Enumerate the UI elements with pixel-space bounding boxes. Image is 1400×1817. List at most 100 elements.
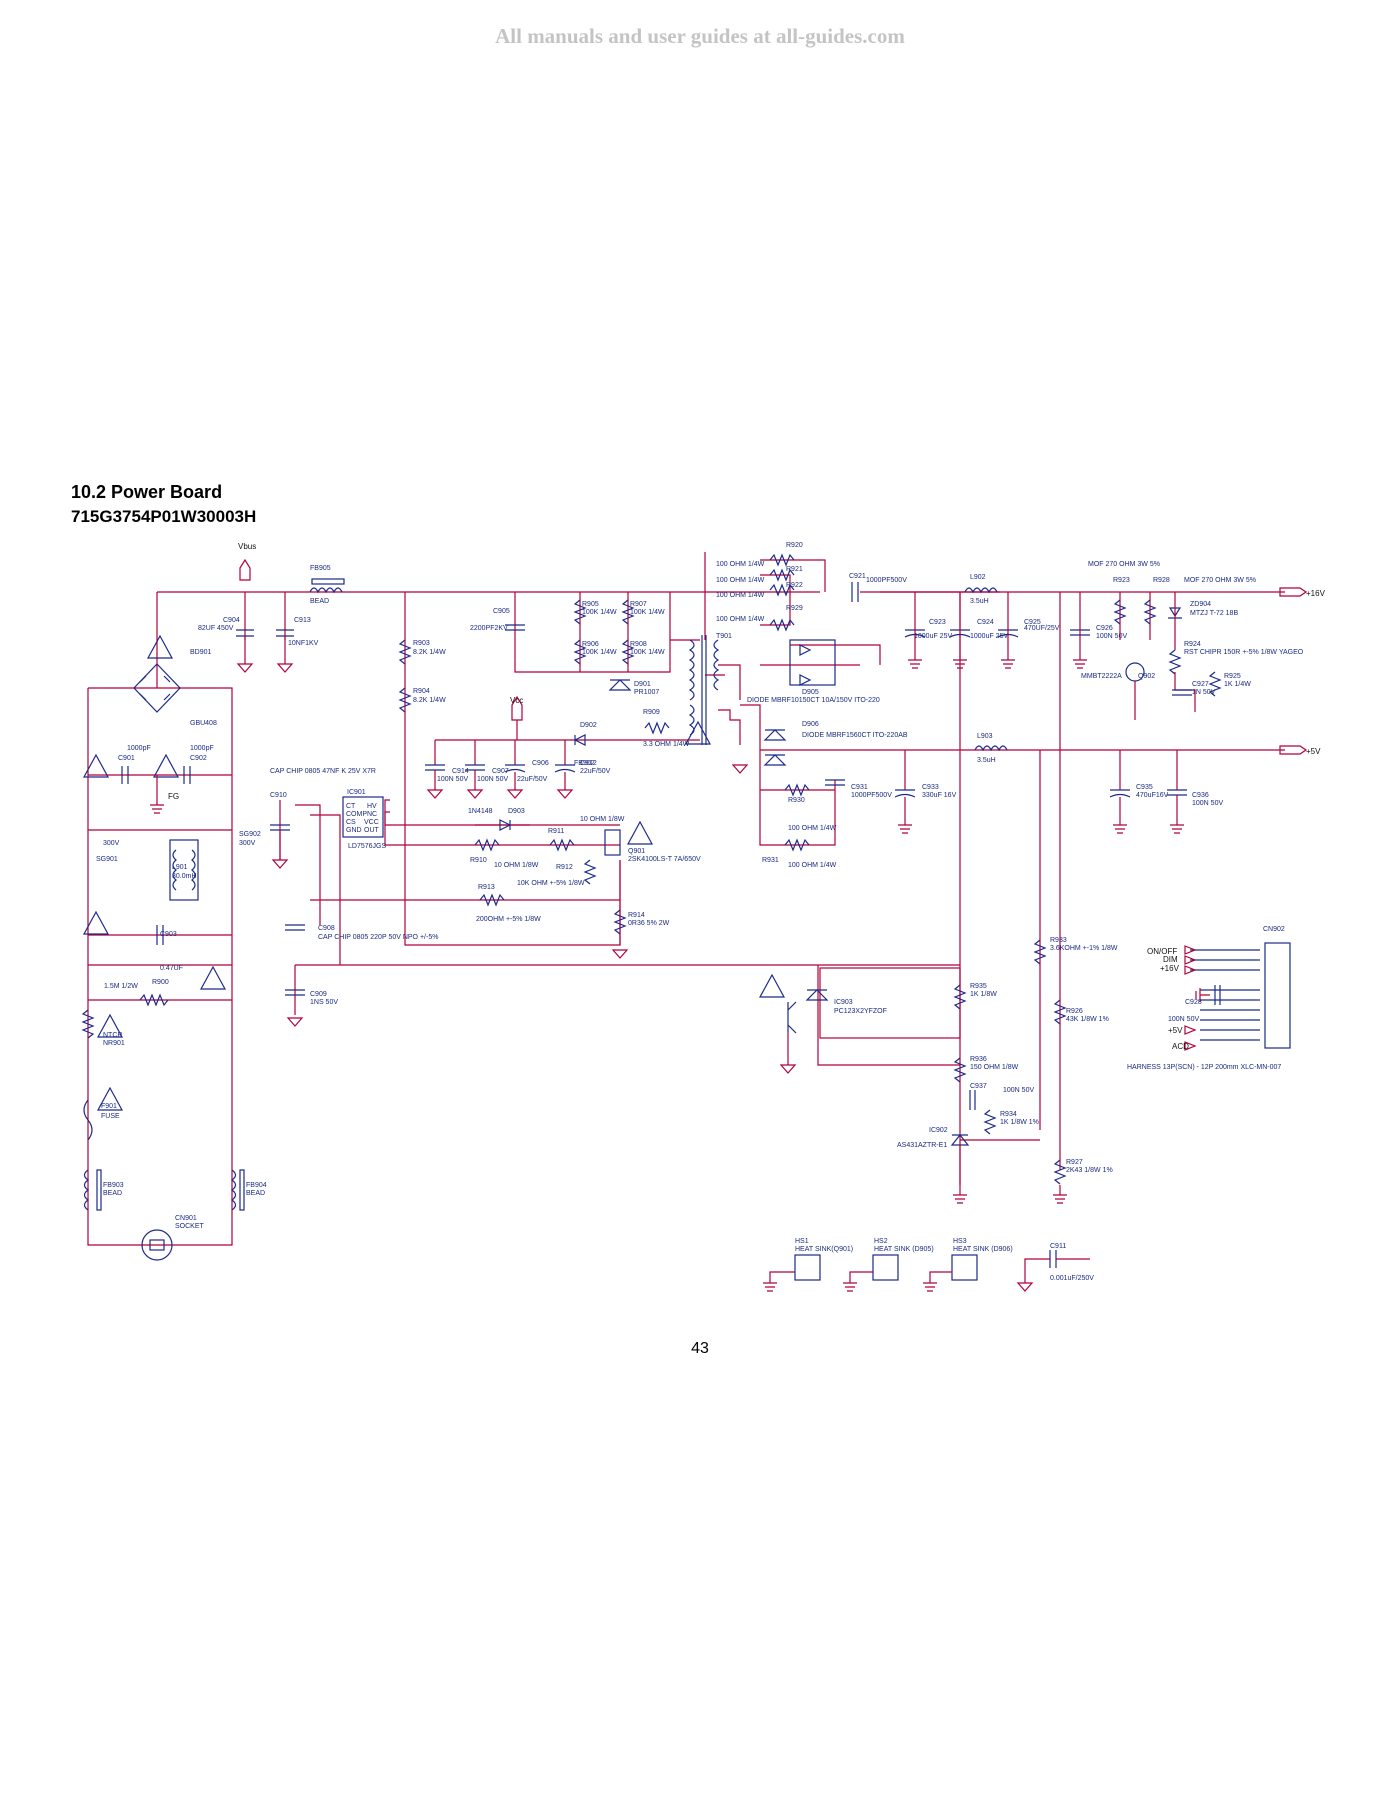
label-harness: HARNESS 13P(SCN) - 12P 200mm XLC-MN-007 xyxy=(1127,1064,1281,1071)
warning-triangle-icon xyxy=(758,973,786,998)
p16v-port-icon xyxy=(1279,587,1308,597)
label-capchip: CAP CHIP 0805 47NF K 25V X7R xyxy=(270,768,376,775)
c935-plate-icon xyxy=(1109,793,1131,798)
ground-icon xyxy=(236,663,254,673)
label-f901: F901 xyxy=(101,1103,117,1110)
label-c921: C921 xyxy=(849,573,866,580)
label-r925v: 1K 1/4W xyxy=(1224,681,1251,688)
label-dim: DIM xyxy=(1163,955,1178,964)
r906-resistor-icon xyxy=(573,639,587,665)
label-c908v: CAP CHIP 0805 220P 50V NPO +/-5% xyxy=(318,934,438,941)
warning-triangle-icon xyxy=(626,820,654,845)
label-p16v: +16V xyxy=(1306,589,1326,598)
r930-resistor-icon xyxy=(784,783,810,797)
warning-triangle-icon xyxy=(96,1013,124,1038)
ic903-phototransistor-icon xyxy=(787,1001,797,1034)
label-hv: HV xyxy=(367,803,377,810)
label-r911v: 10 OHM 1/8W xyxy=(580,816,625,823)
label-ic903v: PC123X2YFZOF xyxy=(834,1008,887,1015)
ground-icon xyxy=(923,1282,937,1292)
label-fg: FG xyxy=(168,792,179,801)
warning-triangle-icon xyxy=(96,1086,124,1111)
label-sg901: SG901 xyxy=(96,856,118,863)
ground-icon xyxy=(466,789,484,799)
r922-resistor-icon xyxy=(769,583,795,597)
ground-icon xyxy=(1053,1194,1067,1204)
label-fuse: FUSE xyxy=(101,1113,120,1120)
r900-resistor-icon xyxy=(139,993,169,1007)
label-r926v: 43K 1/8W 1% xyxy=(1066,1016,1109,1023)
label-l903: L903 xyxy=(977,733,993,740)
label-d905: D905 xyxy=(802,689,819,696)
l901-coil-icon xyxy=(191,849,196,891)
d903-diode-icon xyxy=(499,819,512,831)
r907-resistor-icon xyxy=(621,599,635,625)
r905-resistor-icon xyxy=(573,599,587,625)
label-q901v: 2SK4100LS-T 7A/650V xyxy=(628,856,701,863)
d906-diode-icon xyxy=(763,754,787,766)
r931-resistor-icon xyxy=(784,838,810,852)
r914-resistor-icon xyxy=(613,909,627,935)
label-r913: R913 xyxy=(478,884,495,891)
label-c914v: 100N 50V xyxy=(437,776,468,783)
label-r936v: 150 OHM 1/8W xyxy=(970,1064,1019,1071)
ground-icon xyxy=(611,949,629,959)
ground-icon xyxy=(1001,659,1015,669)
ground-icon xyxy=(286,1017,304,1027)
r924-resistor-icon xyxy=(1168,649,1182,675)
label-c907: C907 xyxy=(492,768,509,775)
r925-resistor-icon xyxy=(1208,671,1222,697)
label-c906: C906 xyxy=(532,760,549,767)
label-bd901: BD901 xyxy=(190,649,212,656)
label-r903v: 8.2K 1/4W xyxy=(413,649,446,656)
label-c926: C926 xyxy=(1096,625,1113,632)
label-c910: C910 xyxy=(270,792,287,799)
warning-triangle-icon xyxy=(152,753,180,778)
label-l902v: 3.5uH xyxy=(970,598,989,605)
label-vbus: Vbus xyxy=(238,542,256,551)
cn902-pin-lines xyxy=(1200,989,1260,1041)
ground-icon xyxy=(953,1194,967,1204)
l902-inductor-icon xyxy=(964,587,998,594)
label-comp: COMP xyxy=(346,811,367,818)
label-r921: R921 xyxy=(786,566,803,573)
label-r930: R930 xyxy=(788,797,805,804)
label-hs1v: HEAT SINK(Q901) xyxy=(795,1246,853,1253)
r934-resistor-icon xyxy=(983,1109,997,1135)
label-c925: C925 xyxy=(1024,619,1041,626)
acd-port-icon xyxy=(1184,1041,1197,1051)
label-gbu408: GBU408 xyxy=(190,720,217,727)
label-c924v: 1000uF 25V xyxy=(970,633,1008,640)
cn901-socket-icon xyxy=(141,1229,173,1261)
label-c912v: 22uF/50V xyxy=(580,768,611,775)
label-r933v: 3.6KOHM +-1% 1/8W xyxy=(1050,945,1118,952)
label-ct: CT xyxy=(346,803,356,810)
ic903-led-icon xyxy=(805,989,829,1001)
label-hs3: HS3 xyxy=(953,1238,967,1245)
label-ic901: IC901 xyxy=(347,789,366,796)
label-c905: C905 xyxy=(493,608,510,615)
section-title: 10.2 Power Board xyxy=(71,482,223,502)
label-r934: R934 xyxy=(1000,1111,1017,1118)
label-c903v: 0.47UF xyxy=(160,965,183,972)
label-r905: R905 xyxy=(582,601,599,608)
board-id: 715G3754P01W30003H xyxy=(71,507,257,526)
label-r922v: 100 OHM 1/4W xyxy=(716,592,765,599)
transformer-t901 xyxy=(684,635,749,774)
ground-icon xyxy=(276,663,294,673)
label-r914: R914 xyxy=(628,912,645,919)
r912-resistor-icon xyxy=(583,859,597,885)
label-r913v: 200OHM +-5% 1/8W xyxy=(476,916,541,923)
p16v-port-icon xyxy=(1184,965,1197,975)
label-r928: R928 xyxy=(1153,577,1170,584)
label-r924: R924 xyxy=(1184,641,1201,648)
ground-icon xyxy=(1170,824,1184,834)
ground-icon xyxy=(1195,988,1210,1002)
label-r931: R931 xyxy=(762,857,779,864)
socket-pin-icon xyxy=(149,1239,165,1251)
label-c909v: 1NS 50V xyxy=(310,999,338,1006)
label-r922: R922 xyxy=(786,582,803,589)
label-mmbt: MMBT2222A xyxy=(1081,673,1122,680)
input-stage xyxy=(81,558,345,1261)
label-zd904v: MTZJ T-72 18B xyxy=(1190,610,1238,617)
